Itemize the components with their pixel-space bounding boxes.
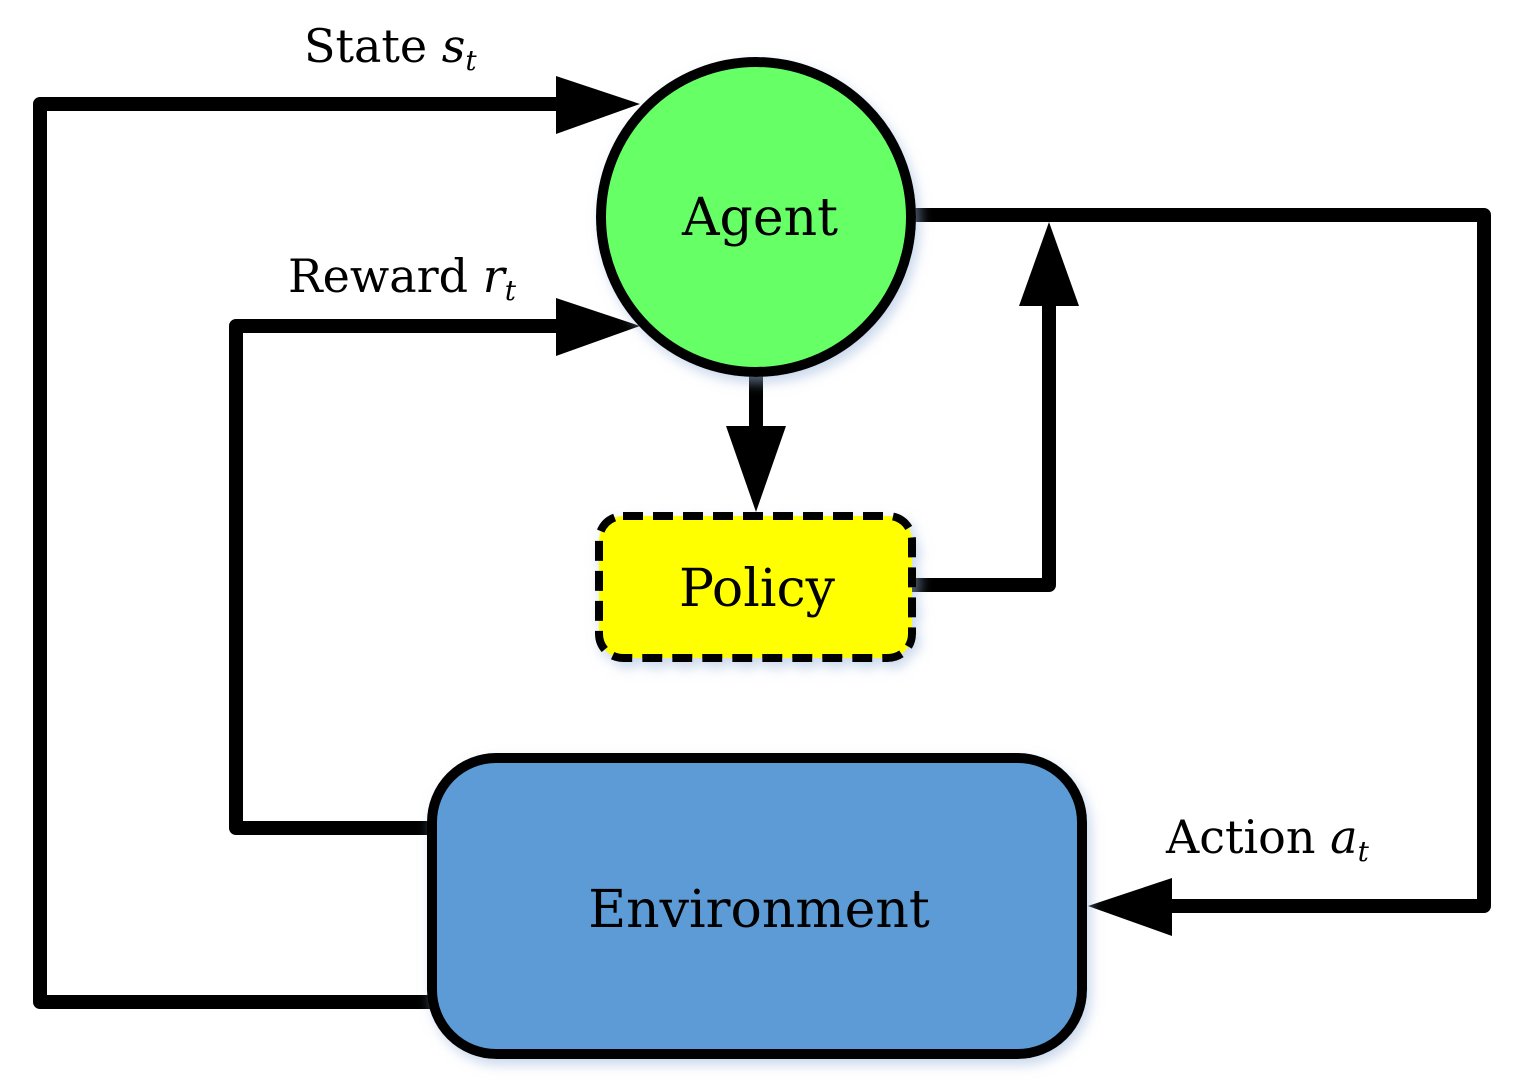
state-arrowhead: [556, 76, 640, 134]
policy-action-arrowhead: [1019, 222, 1079, 306]
reward-label: Reward rt: [288, 249, 517, 307]
environment-label: Environment: [588, 880, 930, 940]
reward-arrowhead: [556, 298, 640, 356]
policy-action-connector: [905, 293, 1056, 592]
action-connector: [905, 208, 1491, 913]
policy-node: Policy: [595, 512, 916, 662]
policy-box: [595, 512, 916, 662]
state-connector: [33, 97, 567, 1009]
state-label: State st: [304, 19, 477, 77]
agent-label: Agent: [681, 188, 838, 248]
policy-label: Policy: [679, 559, 836, 619]
environment-node: Environment: [427, 753, 1087, 1059]
action-arrowhead: [1088, 878, 1172, 936]
agent-node: Agent: [596, 57, 916, 377]
agent-circle: [596, 57, 916, 377]
reward-connector: [229, 319, 567, 835]
agent-policy-arrowhead: [726, 426, 786, 512]
environment-box: [427, 753, 1087, 1059]
action-label: Action at: [1165, 810, 1370, 868]
